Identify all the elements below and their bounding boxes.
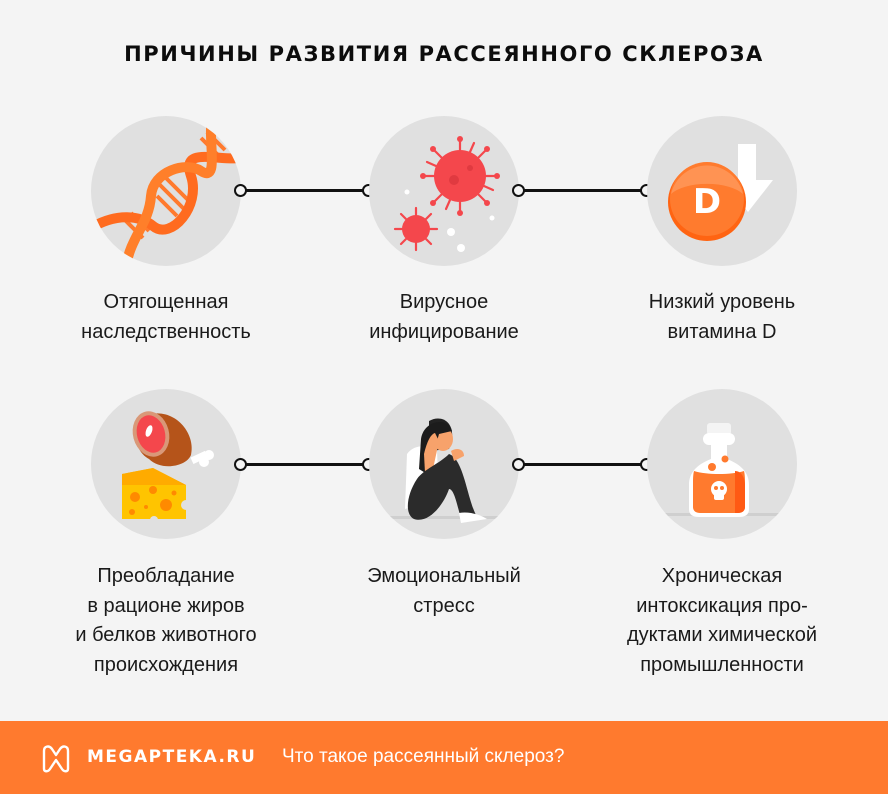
connector-line bbox=[519, 463, 646, 466]
connector-line bbox=[519, 189, 646, 192]
connector-line bbox=[241, 463, 368, 466]
virus-icon bbox=[369, 116, 519, 266]
connector-line bbox=[241, 189, 368, 192]
cause-caption-heredity: Отягощенная наследственность bbox=[81, 291, 251, 343]
cause-caption-intoxication: Хроническая интоксикация про- дуктами хи… bbox=[626, 565, 818, 676]
meat-cheese-icon bbox=[91, 389, 241, 539]
cause-caption-diet: Преобладание в рационе жиров и белков жи… bbox=[75, 565, 257, 676]
poison-bottle-icon bbox=[647, 389, 797, 539]
vitamin-d-label: D bbox=[693, 182, 721, 222]
cause-caption-vitamin-d: Низкий уровень витамина D bbox=[648, 291, 796, 343]
vitamin-d-down-icon: D bbox=[647, 116, 797, 266]
connector-node bbox=[234, 184, 247, 197]
stressed-person-icon bbox=[369, 389, 519, 539]
connector-node bbox=[234, 458, 247, 471]
connector-node bbox=[512, 184, 525, 197]
article-link[interactable]: Что такое рассеянный склероз? bbox=[282, 746, 565, 767]
dna-icon bbox=[91, 116, 241, 266]
brand-name[interactable]: MEGAPTEKA.RU bbox=[87, 747, 257, 767]
megapteka-logo-icon[interactable] bbox=[40, 743, 72, 773]
cause-caption-virus: Вирусное инфицирование bbox=[369, 291, 519, 343]
footer-bar: MEGAPTEKA.RU Что такое рассеянный склеро… bbox=[0, 721, 888, 794]
page-title: ПРИЧИНЫ РАЗВИТИЯ РАССЕЯННОГО СКЛЕРОЗА bbox=[124, 42, 764, 66]
connector-node bbox=[512, 458, 525, 471]
cause-caption-stress: Эмоциональный стресс bbox=[367, 565, 521, 617]
